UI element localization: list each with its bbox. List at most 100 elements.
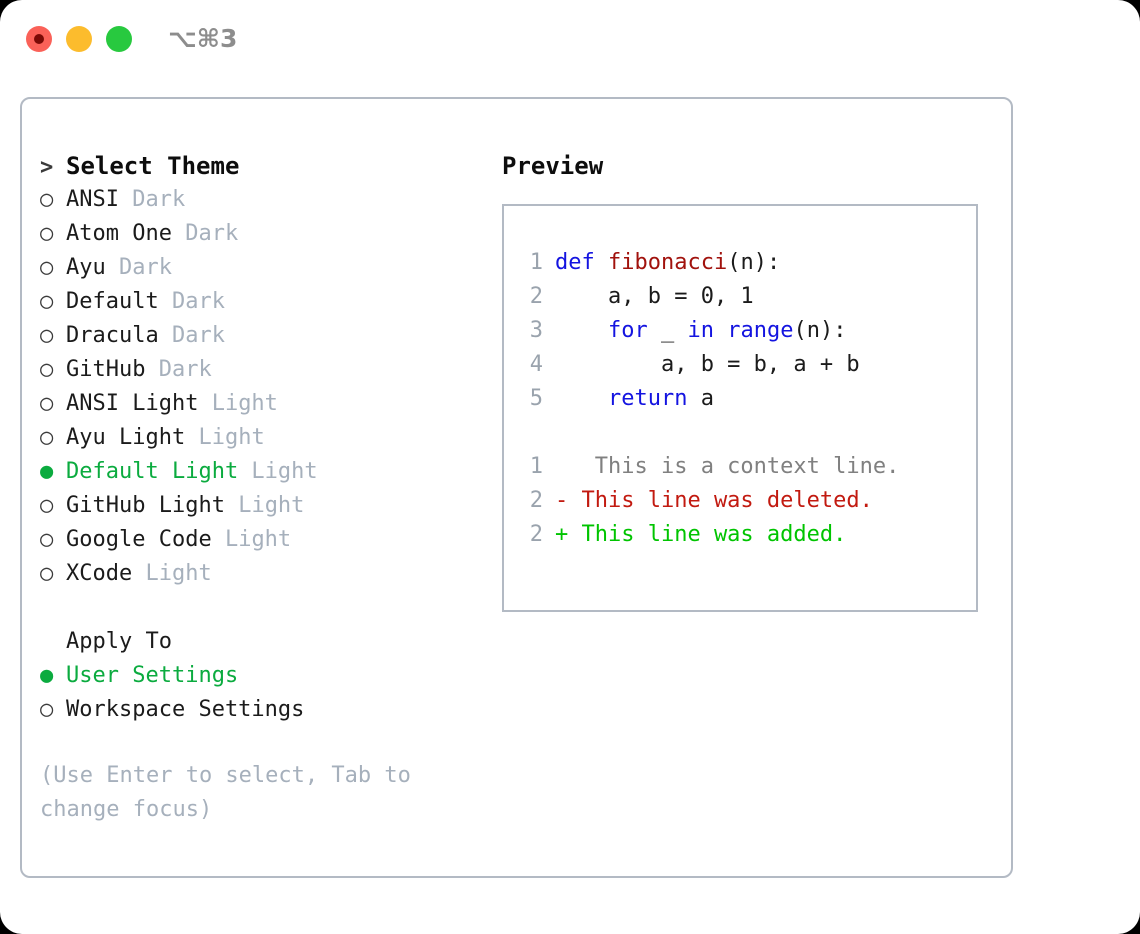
radio-unselected-icon: ○ <box>40 357 54 382</box>
line-number: 2 <box>529 522 543 547</box>
radio-unselected-icon: ○ <box>40 391 54 416</box>
radio-unselected-icon: ○ <box>40 561 54 586</box>
theme-list-title: > Select Theme <box>40 149 480 183</box>
code-token: for <box>607 318 648 343</box>
theme-list-item[interactable]: ○Atom One Dark <box>40 217 480 251</box>
diff-text: - This line was deleted. <box>555 488 873 513</box>
code-token: in <box>687 318 714 343</box>
line-number: 4 <box>529 352 543 377</box>
theme-category-tag: Light <box>132 561 212 586</box>
code-line: 4 a, b = b, a + b <box>519 348 899 382</box>
theme-category-tag: Dark <box>158 323 225 348</box>
theme-picker-panel: > Select Theme ○ ANSI Dark ○ Atom One Dark ○ A… <box>20 97 1013 878</box>
theme-list[interactable]: ○ANSI Dark○Atom One Dark○Ayu Dark○Defaul… <box>40 183 480 591</box>
radio-unselected-icon: ○ <box>40 289 54 314</box>
theme-category-tag: Dark <box>158 289 225 314</box>
theme-category-tag: Dark <box>105 255 172 280</box>
code-token: (n): <box>727 250 781 275</box>
apply-to-title: Apply To <box>66 629 172 654</box>
prompt-caret-icon: > <box>40 155 54 180</box>
theme-list-item[interactable]: ○ ANSI Light Light <box>40 387 480 421</box>
line-number: 2 <box>529 284 543 309</box>
theme-category-tag: Light <box>238 459 318 484</box>
code-token: a <box>687 386 714 411</box>
code-token: range <box>727 318 794 343</box>
theme-name: ANSI <box>66 187 119 212</box>
diff-line: 1 This is a context line. <box>519 450 900 484</box>
theme-name: Atom One <box>66 221 172 246</box>
list-spacer <box>40 591 480 625</box>
minimize-window-button[interactable] <box>66 26 92 52</box>
theme-category-tag: Light <box>185 425 265 450</box>
code-line: 2 a, b = 0, 1 <box>519 280 899 314</box>
radio-unselected-icon: ○ <box>40 493 54 518</box>
theme-list-item[interactable]: ○ Ayu Light Light <box>40 421 480 455</box>
radio-unselected-icon: ○ <box>40 221 54 246</box>
line-number: 2 <box>529 488 543 513</box>
code-line: 1 def fibonacci(n): <box>519 246 899 280</box>
apply-to-item[interactable]: ● User Settings <box>40 659 480 693</box>
theme-list-item[interactable]: ○ Ayu Dark <box>40 251 480 285</box>
theme-category-tag: Light <box>198 391 278 416</box>
line-number: 1 <box>529 250 543 275</box>
code-token: fibonacci <box>607 250 728 275</box>
theme-list-item[interactable]: ○GitHub Dark <box>40 353 480 387</box>
code-token <box>555 318 608 343</box>
theme-list-item[interactable]: ○ ANSI Dark <box>40 183 480 217</box>
code-token: a, b = 0, 1 <box>555 284 754 309</box>
radio-selected-icon: ● <box>40 663 54 688</box>
close-icon <box>34 34 44 44</box>
code-diff-separator <box>519 416 899 450</box>
diff-text: This is a context line. <box>555 454 900 479</box>
apply-to-label: Workspace Settings <box>66 697 305 722</box>
theme-category-tag: Light <box>224 493 305 518</box>
theme-category-tag: Dark <box>145 357 212 382</box>
radio-selected-icon: ● <box>40 459 54 484</box>
code-line: 3 for _ in range(n): <box>519 314 899 348</box>
theme-name: GitHub Light <box>66 493 225 518</box>
apply-to-label: User Settings <box>66 663 239 688</box>
page-title: Select Theme <box>66 152 240 180</box>
code-token: return <box>607 386 688 411</box>
theme-list-item[interactable]: ○Google Code Light <box>40 523 480 557</box>
theme-list-item[interactable]: ○ XCode Light <box>40 557 480 591</box>
theme-name: ANSI Light <box>66 391 199 416</box>
radio-unselected-icon: ○ <box>40 323 54 348</box>
keyboard-shortcut-label: ⌥⌘3 <box>168 24 238 53</box>
maximize-window-button[interactable] <box>106 26 132 52</box>
theme-category-tag: Light <box>211 527 292 552</box>
diff-text: + This line was added. <box>555 522 847 547</box>
preview-title: Preview <box>502 152 604 180</box>
radio-unselected-icon: ○ <box>40 187 54 212</box>
title-bar: ⌥⌘3 <box>0 0 1140 78</box>
theme-list-item[interactable]: ○Default Dark <box>40 285 480 319</box>
code-token: _ <box>647 318 688 343</box>
theme-name: Default Light <box>66 459 239 484</box>
theme-name: Ayu <box>66 255 106 280</box>
theme-name: XCode <box>66 561 133 586</box>
apply-to-list[interactable]: ● User Settings ○ Workspace Settings <box>40 659 480 727</box>
theme-name: Ayu Light <box>66 425 186 450</box>
theme-list-item[interactable]: ○ Dracula Dark <box>40 319 480 353</box>
code-line: 5 return a <box>519 382 899 416</box>
keyboard-hint-text: (Use Enter to select, Tab to change focu… <box>40 763 425 822</box>
apply-to-item[interactable]: ○ Workspace Settings <box>40 693 480 727</box>
radio-unselected-icon: ○ <box>40 697 54 722</box>
theme-name: Dracula <box>66 323 159 348</box>
radio-unselected-icon: ○ <box>40 425 54 450</box>
theme-name: Google Code <box>66 527 212 552</box>
code-token: (n): <box>793 318 847 343</box>
code-token: def <box>555 250 608 275</box>
theme-list-item[interactable]: ○ GitHub Light Light <box>40 489 480 523</box>
theme-list-column: > Select Theme ○ ANSI Dark ○ Atom One Dark ○ A… <box>40 149 480 827</box>
radio-unselected-icon: ○ <box>40 255 54 280</box>
theme-category-tag: Dark <box>118 187 186 212</box>
line-number: 5 <box>529 386 543 411</box>
code-token <box>714 318 727 343</box>
theme-list-item[interactable]: ● Default Light Light <box>40 455 480 489</box>
diff-line: 2 + This line was added. <box>519 518 899 552</box>
